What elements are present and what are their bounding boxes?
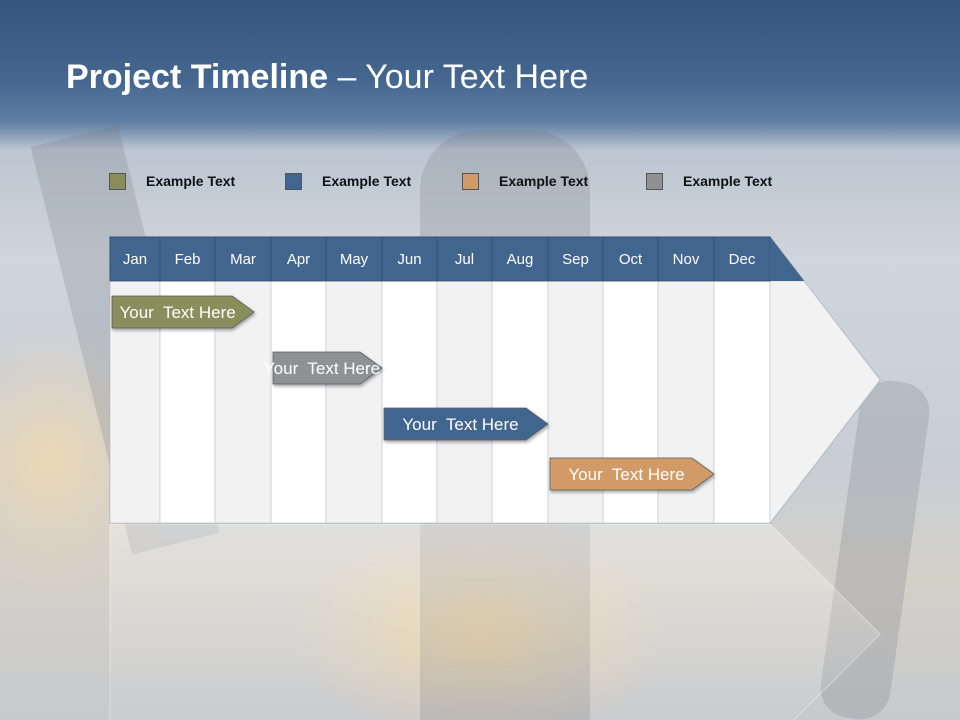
task-bar-4[interactable]: Your Text Here (549, 457, 715, 491)
task-arrow-shape-1 (111, 295, 255, 329)
task-label-2: Your Text Here (264, 359, 380, 378)
legend-swatch-2 (285, 172, 302, 190)
task-label-3: Your Text Here (402, 415, 518, 434)
header-arrow-tip (770, 237, 804, 281)
legend-label-1: Example Text (146, 173, 236, 189)
month-label-may: May (340, 251, 369, 268)
month-label-apr: Apr (287, 251, 310, 268)
month-header-cell-jun (381, 236, 438, 282)
task-bar-3[interactable]: Your Text Here (383, 407, 549, 441)
arrow-head-area (769, 280, 881, 525)
legend-swatch-4 (646, 172, 663, 190)
month-header: Jan Feb Mar Apr May Jun Jul Aug Sep Oct Nov Dec (109, 236, 804, 282)
month-header-cell-may (325, 236, 383, 282)
month-label-oct: Oct (619, 251, 643, 268)
month-column-jul (436, 280, 493, 524)
task-arrow-shape-3 (383, 407, 549, 441)
month-label-jan: Jan (123, 251, 147, 268)
month-header-cell-aug (491, 236, 549, 282)
month-header-cell-oct (602, 236, 659, 282)
month-header-cell-apr (270, 236, 327, 282)
legend-swatch-1 (109, 172, 126, 190)
task-arrow-shape-4 (549, 457, 715, 491)
task-bar-1[interactable]: Your Text Here (111, 295, 255, 329)
legend-swatch-3 (462, 172, 479, 190)
legend-item-1: Example Text (109, 171, 235, 191)
legend-label-4: Example Text (683, 173, 773, 189)
title-rest: – Your Text Here (328, 58, 589, 96)
month-column-apr (270, 280, 327, 524)
month-header-cell-sep (547, 236, 604, 282)
title-bold: Project Timeline (66, 58, 329, 96)
month-header-cell-dec (713, 236, 771, 282)
legend-label-2: Example Text (322, 173, 412, 189)
month-column-may (325, 280, 383, 524)
month-column-aug (491, 280, 549, 524)
month-column-jun (381, 280, 438, 524)
month-label-jun: Jun (397, 251, 421, 268)
month-label-feb: Feb (175, 251, 201, 268)
month-label-dec: Dec (729, 251, 756, 268)
month-label-mar: Mar (230, 251, 256, 268)
month-header-cell-jan (109, 236, 161, 282)
page-title: Project Timeline – Your Text Here (66, 58, 588, 97)
task-bar-2[interactable]: Your Text Here (264, 351, 383, 385)
legend-label-3: Example Text (499, 173, 589, 189)
task-label-4: Your Text Here (568, 465, 684, 484)
month-header-cell-feb (159, 236, 216, 282)
legend-item-3: Example Text (462, 171, 588, 191)
month-label-sep: Sep (562, 251, 589, 268)
month-header-cell-nov (657, 236, 715, 282)
legend-item-4: Example Text (646, 171, 772, 191)
month-label-aug: Aug (507, 251, 534, 268)
month-label-nov: Nov (673, 251, 700, 268)
month-column-dec (713, 280, 771, 524)
task-arrow-shape-2 (272, 351, 383, 385)
timeline-reflection (109, 523, 881, 720)
month-header-cell-jul (436, 236, 493, 282)
legend-item-2: Example Text (285, 171, 411, 191)
task-label-1: Your Text Here (119, 303, 235, 322)
month-header-cell-mar (214, 236, 272, 282)
month-label-jul: Jul (455, 251, 474, 268)
